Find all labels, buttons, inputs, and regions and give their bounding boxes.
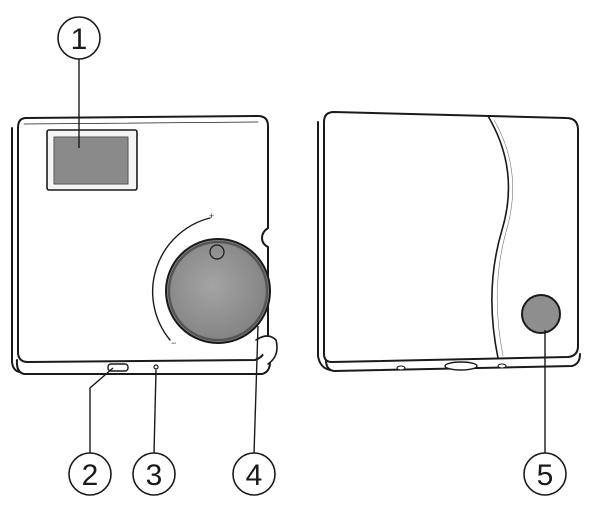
rear-bottom-port bbox=[444, 361, 478, 371]
callout-circle-1 bbox=[57, 16, 101, 60]
callout-circle-3 bbox=[132, 452, 176, 496]
callout-labels: 1 2 3 4 5 bbox=[71, 23, 554, 492]
rear-bottom-hole-right bbox=[497, 363, 507, 369]
callout-circle-5 bbox=[523, 452, 567, 496]
temperature-knob[interactable] bbox=[165, 238, 271, 344]
knob-knurl-ring bbox=[167, 240, 269, 342]
bottom-pinhole[interactable] bbox=[153, 364, 159, 370]
callout-label-3: 3 bbox=[146, 459, 163, 492]
side-round-button[interactable] bbox=[521, 294, 561, 334]
callout-circles bbox=[57, 16, 567, 496]
leader-4 bbox=[253, 325, 259, 455]
callout-label-1: 1 bbox=[71, 23, 88, 56]
front-device-left-edge bbox=[11, 127, 21, 373]
callout-leaders bbox=[78, 58, 546, 455]
knob-minus-symbol: − bbox=[171, 338, 176, 348]
rear-device-housing bbox=[323, 111, 579, 363]
front-device-bottom-edge bbox=[15, 359, 271, 375]
callout-circle-4 bbox=[232, 452, 276, 496]
rear-device-seam-shade bbox=[493, 119, 514, 357]
knob-side-nub bbox=[255, 335, 278, 365]
callout-label-5: 5 bbox=[537, 459, 554, 492]
knob-scale-arc bbox=[152, 217, 211, 341]
callout-circle-2 bbox=[68, 452, 112, 496]
rear-device-seam bbox=[487, 115, 510, 359]
rear-device-left-edge bbox=[317, 121, 331, 371]
display-screen bbox=[53, 136, 129, 185]
bottom-slot-button[interactable] bbox=[107, 363, 129, 372]
callout-label-4: 4 bbox=[246, 459, 263, 492]
knob-indicator bbox=[209, 244, 225, 260]
leader-2 bbox=[89, 367, 114, 454]
callout-label-2: 2 bbox=[82, 459, 99, 492]
knob-plus-symbol: + bbox=[209, 211, 214, 221]
leader-3 bbox=[153, 369, 157, 455]
front-device-bevel bbox=[23, 121, 259, 125]
front-view-device bbox=[11, 115, 278, 375]
rear-view-device bbox=[317, 111, 581, 372]
rear-bottom-hole-left bbox=[396, 365, 406, 371]
